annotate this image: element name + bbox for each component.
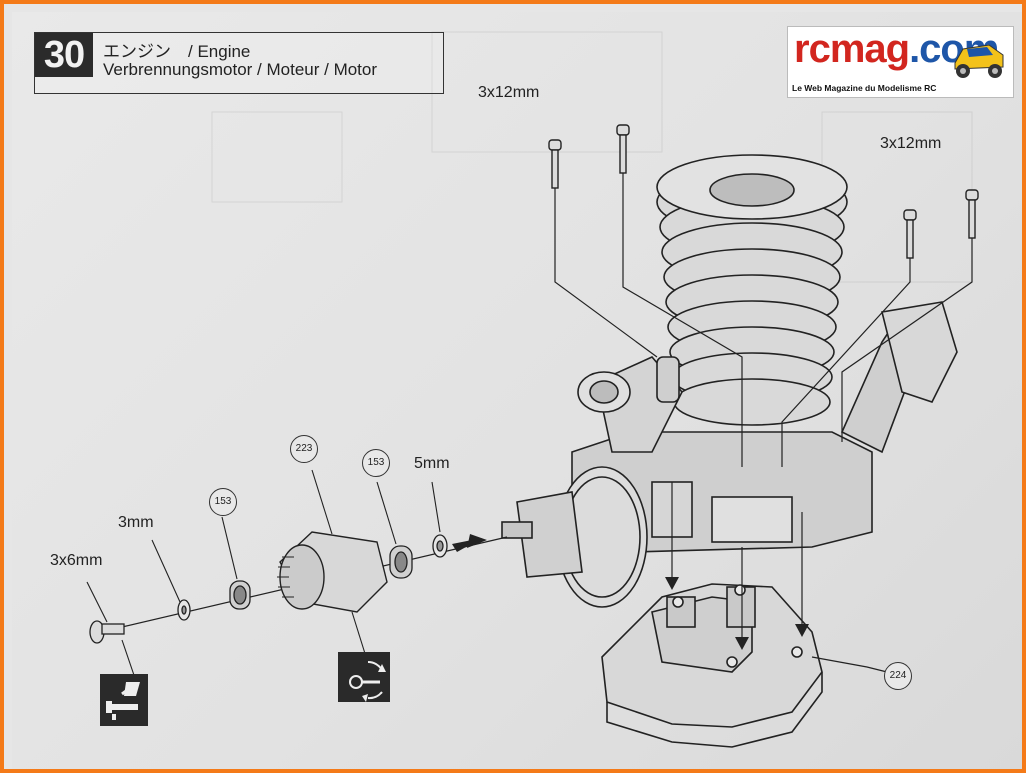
label-washer-5mm: 5mm [414, 455, 450, 472]
bearing-153-right [389, 545, 413, 579]
rotate-check-icon [338, 652, 390, 702]
label-washer-3mm: 3mm [118, 514, 154, 531]
engine-diagram [86, 31, 979, 748]
bearing-153-left [229, 580, 251, 610]
rc-car-icon [954, 44, 1004, 78]
screw-3x6 [89, 620, 125, 644]
label-screw-3x12-right: 3x12mm [880, 135, 942, 152]
step-header: 30 エンジン / Engine Verbrennungsmotor / Mot… [34, 32, 444, 94]
logo-wordmark: rcmag.com [794, 27, 999, 72]
washer-5mm [432, 534, 448, 558]
manual-page: 30 エンジン / Engine Verbrennungsmotor / Mot… [12, 12, 1022, 769]
step-title-japanese: エンジン / Engine [103, 42, 251, 61]
logo-tagline: Le Web Magazine du Modelisme RC [792, 83, 937, 93]
thread-lock-icon [100, 674, 148, 726]
rcmag-logo: rcmag.com Le Web Magazine du Modelisme R… [787, 26, 1014, 98]
screws-3x12-left [548, 124, 630, 189]
part-number-bearing-right: 153 [362, 449, 390, 477]
part-number-bearing-left: 153 [209, 488, 237, 516]
logo-prefix: rcmag [794, 27, 910, 71]
label-screw-3x6: 3x6mm [50, 552, 103, 569]
part-number-clutch-bell: 223 [290, 435, 318, 463]
engine-mount [601, 583, 823, 748]
step-title-multilingual: Verbrennungsmotor / Moteur / Motor [103, 60, 378, 79]
washer-3mm [177, 599, 191, 621]
part-number-engine-mount: 224 [884, 662, 912, 690]
clutch-bell-223 [277, 531, 388, 613]
engine-body [501, 154, 958, 608]
label-screw-3x12-left: 3x12mm [478, 84, 540, 101]
step-number: 30 [35, 33, 93, 77]
screws-3x12-right [903, 189, 979, 259]
